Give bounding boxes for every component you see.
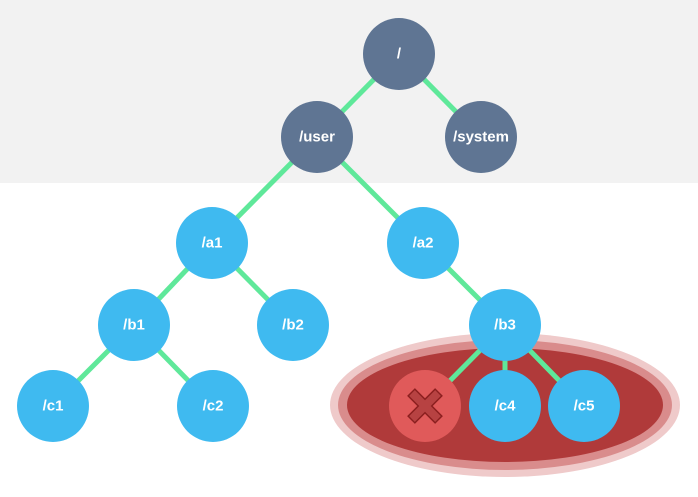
node-deleted[interactable]: [389, 370, 461, 442]
node-c4-circle: [469, 370, 541, 442]
node-root-label: /: [397, 46, 402, 63]
node-user-circle: [281, 101, 353, 173]
node-b1-label: /b1: [123, 317, 145, 334]
node-c5-circle: [548, 370, 620, 442]
node-c1[interactable]: /c1: [17, 370, 89, 442]
node-b2-circle: [257, 289, 329, 361]
nodes: / /user /system /a1 /a2 /b1 /b2 /b3: [17, 18, 620, 442]
node-c2[interactable]: /c2: [177, 370, 249, 442]
node-root[interactable]: /: [363, 18, 435, 90]
node-system-label: /system: [453, 129, 509, 146]
node-a2-circle: [387, 207, 459, 279]
node-c1-label: /c1: [43, 398, 64, 415]
node-c5[interactable]: /c5: [548, 370, 620, 442]
node-root-circle: [363, 18, 435, 90]
top-band: [0, 0, 698, 183]
node-b2[interactable]: /b2: [257, 289, 329, 361]
node-a1[interactable]: /a1: [176, 207, 248, 279]
node-c2-label: /c2: [203, 398, 224, 415]
node-c4-label: /c4: [495, 398, 517, 415]
node-b1-circle: [98, 289, 170, 361]
node-a2[interactable]: /a2: [387, 207, 459, 279]
node-a2-label: /a2: [413, 235, 434, 252]
node-b3[interactable]: /b3: [469, 289, 541, 361]
node-c2-circle: [177, 370, 249, 442]
close-icon: [407, 388, 443, 424]
node-b3-circle: [469, 289, 541, 361]
node-b3-label: /b3: [494, 317, 516, 334]
node-b2-label: /b2: [282, 317, 304, 334]
node-user-label: /user: [299, 129, 335, 146]
node-c4[interactable]: /c4: [469, 370, 541, 442]
node-a1-label: /a1: [202, 235, 223, 252]
node-a1-circle: [176, 207, 248, 279]
node-system-circle: [445, 101, 517, 173]
node-system[interactable]: /system: [445, 101, 517, 173]
node-c5-label: /c5: [574, 398, 595, 415]
node-user[interactable]: /user: [281, 101, 353, 173]
node-c1-circle: [17, 370, 89, 442]
node-b1[interactable]: /b1: [98, 289, 170, 361]
